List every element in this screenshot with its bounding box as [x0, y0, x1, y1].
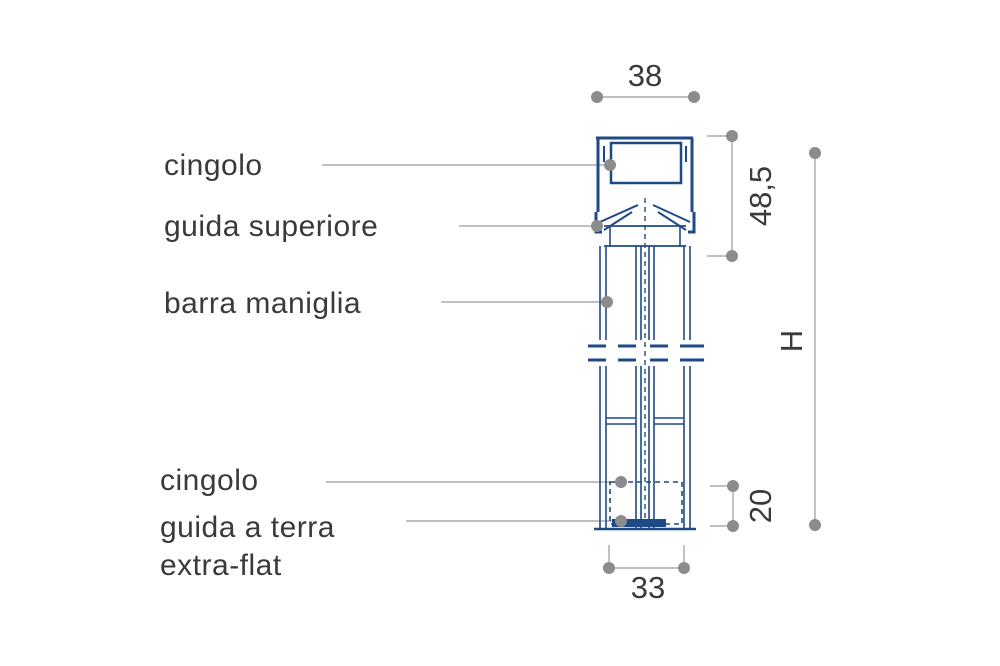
dim-top-width: 38	[591, 58, 700, 103]
marker-top-belt	[604, 159, 616, 171]
label-floor-guide-1: guida a terra	[160, 511, 335, 544]
dim-top-width-value: 38	[628, 58, 662, 93]
dim-bottom-width-value: 33	[631, 570, 665, 605]
profile-section	[588, 136, 704, 531]
dim-total-height: H	[774, 147, 821, 531]
floor-guide-shape	[612, 519, 666, 527]
marker-upper-guide	[591, 220, 603, 232]
label-floor-guide-2: extra-flat	[160, 549, 282, 582]
label-bottom-belt: cingolo	[160, 464, 259, 497]
marker-handle-bar	[601, 296, 613, 308]
dim-total-height-value: H	[774, 330, 809, 352]
marker-floor-guide	[615, 515, 627, 527]
dim-top-height: 48,5	[707, 130, 778, 262]
label-handle-bar: barra maniglia	[164, 287, 361, 320]
label-top-belt: cingolo	[164, 149, 263, 182]
dim-bottom-height-value: 20	[743, 489, 778, 523]
marker-bottom-belt	[615, 476, 627, 488]
dim-top-height-value: 48,5	[743, 166, 778, 226]
label-upper-guide: guida superiore	[164, 210, 378, 243]
dim-bottom-width: 33	[603, 545, 690, 605]
dim-bottom-height: 20	[710, 480, 778, 532]
